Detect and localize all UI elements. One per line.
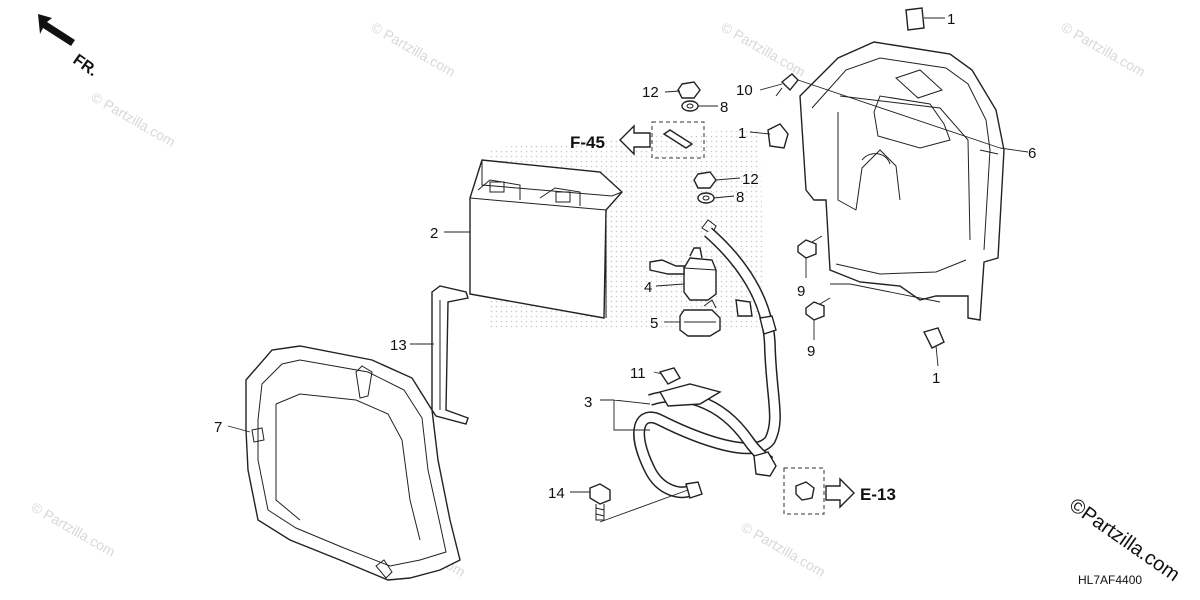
- front-direction-indicator: FR.: [38, 14, 101, 80]
- callout-14: 14: [548, 485, 565, 502]
- bolt: [589, 483, 611, 521]
- callout-10: 10: [736, 82, 753, 99]
- callout-1: 1: [738, 125, 746, 142]
- nut: [677, 81, 701, 99]
- callout-2: 2: [430, 225, 438, 242]
- watermark: © Partzilla.com: [1059, 19, 1149, 80]
- leader-lines: [227, 17, 1029, 523]
- callout-11: 11: [630, 365, 646, 382]
- callout-6: 6: [1028, 145, 1036, 162]
- callout-9: 9: [797, 283, 805, 300]
- callout-1: 1: [932, 370, 940, 387]
- watermark: © Partzilla.com: [29, 499, 119, 560]
- washer: [681, 100, 699, 112]
- flange-bolt: [797, 235, 823, 259]
- ref-f45[interactable]: F-45: [570, 124, 651, 156]
- front-label: FR.: [70, 51, 101, 80]
- clip: [905, 7, 925, 31]
- callout-12: 12: [642, 84, 659, 101]
- callout-5: 5: [650, 315, 658, 332]
- callout-12: 12: [742, 171, 759, 188]
- ref-arrow-right-icon: [825, 477, 855, 509]
- flange-bolt: [805, 297, 831, 321]
- battery-box: [799, 41, 1005, 321]
- nut: [693, 171, 717, 189]
- callout-3: 3: [584, 394, 592, 411]
- relay-rubber-holder: [679, 299, 721, 337]
- ref-e13[interactable]: E-13: [825, 477, 896, 509]
- watermark: © Partzilla.com: [719, 19, 809, 80]
- battery: [469, 159, 623, 319]
- clip: [922, 327, 945, 349]
- nut-detail: [783, 467, 825, 515]
- terminal-detail: [651, 121, 705, 159]
- watermark: © Partzilla.com: [369, 19, 459, 80]
- callout-1: 1: [947, 11, 955, 28]
- watermark: © Partzilla.com: [739, 519, 829, 580]
- ref-f45-label: F-45: [570, 133, 605, 152]
- clip: [658, 367, 681, 385]
- ref-arrow-left-icon: [619, 124, 651, 156]
- ref-e13-label: E-13: [860, 485, 896, 504]
- battery-harness: [633, 219, 781, 499]
- battery-strap: [431, 285, 469, 425]
- callouts: 1 1 1 2 3 4 5 6 7 8 8 9 9 10 11 12 12 13…: [214, 11, 1036, 502]
- starter-relay: [649, 247, 717, 301]
- callout-8: 8: [736, 189, 744, 206]
- front-arrow-icon: [38, 14, 75, 46]
- clip: [767, 123, 789, 149]
- callout-13: 13: [390, 337, 407, 354]
- callout-8: 8: [720, 99, 728, 116]
- callout-4: 4: [644, 279, 652, 296]
- callout-9: 9: [807, 343, 815, 360]
- diagram-code: HL7AF4400: [1078, 573, 1142, 587]
- battery-cover: [245, 345, 461, 581]
- callout-7: 7: [214, 419, 222, 436]
- watermark: © Partzilla.com: [89, 89, 179, 150]
- washer: [697, 192, 715, 204]
